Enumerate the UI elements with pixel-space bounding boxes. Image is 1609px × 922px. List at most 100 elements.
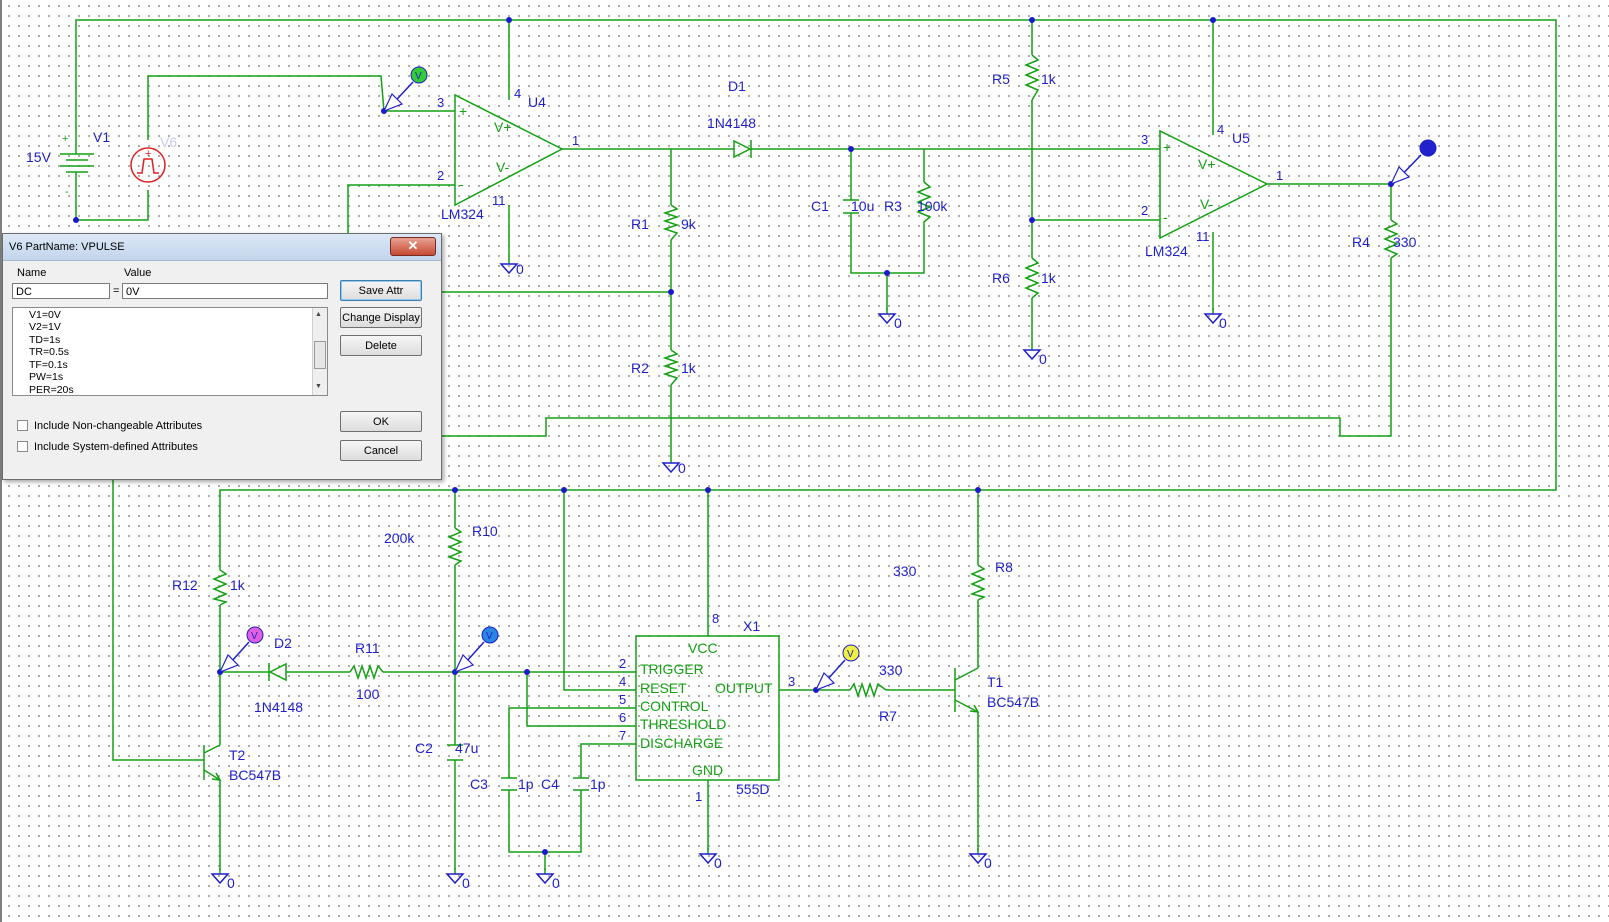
x1-pin-label-threshold: THRESHOLD <box>640 716 726 732</box>
delete-button[interactable]: Delete <box>340 335 422 356</box>
resistor-r12 <box>211 569 229 606</box>
r3-value: 100k <box>917 198 948 214</box>
transistor-t1[interactable] <box>954 667 980 713</box>
ground-label: 0 <box>714 855 722 871</box>
u4-pin4: 4 <box>514 86 521 101</box>
ground-label: 0 <box>1219 315 1227 331</box>
list-item[interactable]: TD=1s <box>29 334 61 346</box>
u4-minus-sign: - <box>459 176 464 192</box>
u5-vplus: V+ <box>1198 156 1216 172</box>
r5-name: R5 <box>992 71 1010 87</box>
u5-pin3: 3 <box>1141 132 1148 147</box>
scroll-thumb[interactable] <box>314 341 326 369</box>
x1-pin-num-8: 8 <box>712 611 719 626</box>
c4-name: C4 <box>541 776 559 792</box>
list-item[interactable]: TR=0.5s <box>29 346 69 358</box>
list-item[interactable]: V2=1V <box>29 321 61 333</box>
ground-labels: 0 0 0 0 0 0 0 0 0 0 <box>227 261 1227 891</box>
ground-label: 0 <box>894 315 902 331</box>
r3-name: R3 <box>884 198 902 214</box>
x1-pin-label-reset: RESET <box>640 680 687 696</box>
ground-label: 0 <box>227 875 235 891</box>
battery-v1[interactable] <box>60 135 94 185</box>
value-column-header: Value <box>124 267 152 279</box>
voltage-probe[interactable]: V <box>814 644 860 692</box>
scroll-up-icon[interactable]: ▲ <box>315 311 322 318</box>
resistor-r3 <box>916 181 932 232</box>
ic-x1-555[interactable] <box>635 635 780 781</box>
u4-pin1: 1 <box>572 133 579 148</box>
list-scrollbar[interactable]: ▲ ▼ <box>312 308 327 395</box>
non-changeable-label: Include Non-changeable Attributes <box>34 420 203 432</box>
x1-gnd: GND <box>692 762 723 778</box>
voltage-probe[interactable]: V <box>218 626 264 674</box>
v6-plus-sign: + <box>145 148 151 160</box>
r2-name: R2 <box>631 360 649 376</box>
r1-value: 9k <box>681 216 697 232</box>
diode-d2[interactable] <box>262 662 287 682</box>
c1-value: 10u <box>851 198 874 214</box>
resistor-r10 <box>446 527 463 566</box>
u5-pin1: 1 <box>1276 168 1283 183</box>
resistor-r6 <box>1024 257 1040 299</box>
u4-part: LM324 <box>441 206 484 222</box>
resistor-r7 <box>849 681 887 699</box>
non-changeable-checkbox[interactable] <box>17 420 28 431</box>
r10-name: R10 <box>472 523 498 539</box>
resistor-r2 <box>662 349 680 386</box>
close-icon[interactable]: ✕ <box>390 237 436 256</box>
ground-label: 0 <box>1039 351 1047 367</box>
list-item[interactable]: TF=0.1s <box>29 359 68 371</box>
u4-pin2: 2 <box>437 168 444 183</box>
attribute-name-input[interactable]: DC <box>12 283 110 299</box>
x1-vcc: VCC <box>688 640 718 656</box>
save-attr-button[interactable]: Save Attr <box>340 280 422 301</box>
scroll-down-icon[interactable]: ▼ <box>315 383 322 390</box>
u5-minus-sign: - <box>1163 209 1168 225</box>
voltage-probe[interactable]: V <box>382 66 428 113</box>
ground-label: 0 <box>984 855 992 871</box>
resistors <box>211 54 1399 699</box>
opamp-u4[interactable] <box>454 93 564 207</box>
ok-button[interactable]: OK <box>340 411 422 432</box>
c3-value: 1p <box>518 776 534 792</box>
u4-pin11: 11 <box>492 193 506 208</box>
u4-vminus: V- <box>496 159 510 175</box>
system-defined-checkbox[interactable] <box>17 441 28 452</box>
ground-label: 0 <box>552 875 560 891</box>
u5-plus-sign: + <box>1163 139 1171 155</box>
ground-label: 0 <box>678 460 686 476</box>
capacitor-c3 <box>501 777 517 791</box>
attribute-list[interactable]: V1=0V V2=1V TD=1s TR=0.5s TF=0.1s PW=1s … <box>12 307 328 396</box>
u5-pin2: 2 <box>1141 203 1148 218</box>
list-item[interactable]: PER=20s <box>29 384 74 396</box>
t2-name: T2 <box>229 747 246 763</box>
cancel-button[interactable]: Cancel <box>340 440 422 461</box>
r8-name: R8 <box>995 559 1013 575</box>
d1-name: D1 <box>728 78 746 94</box>
voltage-probe[interactable] <box>1389 139 1437 186</box>
x1-pin-num-5: 5 <box>619 692 626 707</box>
dialog-title-bar[interactable]: V6 PartName: VPULSE ✕ <box>3 234 441 261</box>
opamp-u5[interactable] <box>1159 129 1269 240</box>
list-item[interactable]: V1=0V <box>29 309 61 321</box>
u5-name: U5 <box>1232 130 1250 146</box>
window-left-border <box>0 0 2 922</box>
x1-pin-label-trigger: TRIGGER <box>640 661 704 677</box>
diode-d1[interactable] <box>733 139 758 159</box>
r12-value: 1k <box>230 577 246 593</box>
pulse-source-v6[interactable] <box>130 147 166 183</box>
change-display-button[interactable]: Change Display <box>340 307 422 328</box>
attribute-value-input[interactable]: 0V <box>122 283 328 299</box>
x1-pin-num-1: 1 <box>695 789 702 804</box>
list-item[interactable]: PW=1s <box>29 371 64 383</box>
voltage-probe[interactable]: V <box>453 626 499 674</box>
r2-value: 1k <box>681 360 697 376</box>
x1-pin-num-2: 2 <box>619 656 626 671</box>
x1-name: X1 <box>743 618 760 634</box>
system-defined-label: Include System-defined Attributes <box>34 441 198 453</box>
transistor-t2[interactable] <box>196 744 222 781</box>
x1-pin-num-3: 3 <box>788 674 795 689</box>
r6-name: R6 <box>992 270 1010 286</box>
